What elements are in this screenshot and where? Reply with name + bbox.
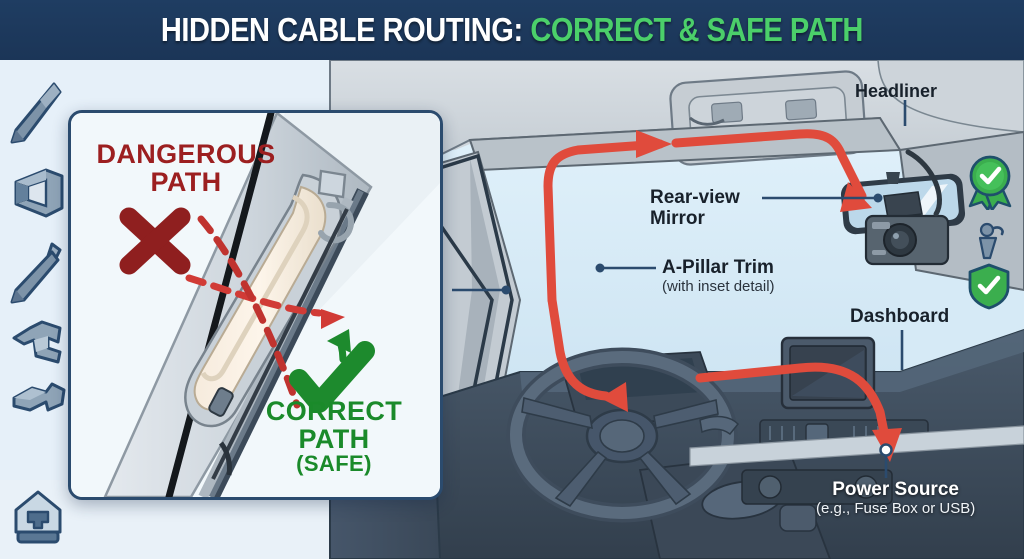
infotainment-screen (780, 336, 876, 410)
header-banner: HIDDEN CABLE ROUTING: CORRECT & SAFE PAT… (0, 0, 1024, 60)
label-a-pillar-sub: (with inset detail) (662, 277, 775, 295)
label-headliner: Headliner (855, 81, 938, 101)
page-title: HIDDEN CABLE ROUTING: CORRECT & SAFE PAT… (161, 11, 863, 49)
leader-dots (595, 193, 893, 457)
push-pin-fastener-icon (14, 490, 62, 544)
a-pillar-cutaway-illustration (71, 113, 440, 497)
title-accent: CORRECT & SAFE PATH (530, 11, 864, 48)
cable-clip-flat-icon (12, 382, 66, 412)
c-clip-retainer-icon (14, 168, 64, 218)
label-a-pillar-trim: A-Pillar Trim (with inset detail) (662, 257, 775, 295)
shield-check-badge (968, 263, 1010, 310)
leader-lines (600, 100, 907, 478)
correct-path-text: CORRECT PATH (SAFE) (241, 397, 427, 477)
airbag-occupant-figure-icon (978, 222, 1004, 260)
label-rear-view-mirror: Rear-view Mirror (650, 187, 740, 229)
label-dashboard: Dashboard (850, 306, 950, 327)
cable-arrow-headliner (636, 130, 672, 158)
x-mark-icon (119, 207, 191, 275)
steering-wheel (506, 347, 738, 523)
trim-removal-tool-icon (10, 82, 62, 144)
label-power-source-sub: (e.g., Fuse Box or USB) (816, 499, 976, 517)
a-pillar-inset-detail-panel: DANGEROUS PATH CORRECT PATH (SAFE) (68, 110, 443, 500)
pry-bar-tool-icon (10, 242, 62, 304)
award-rosette-check-badge (968, 155, 1012, 210)
label-power-source: Power Source (e.g., Fuse Box or USB) (816, 479, 976, 517)
cable-clip-hook-icon (12, 320, 62, 364)
title-main: HIDDEN CABLE ROUTING: (160, 11, 523, 48)
check-mark-icon (289, 341, 375, 413)
cable-route-path (543, 129, 902, 462)
dangerous-path-arrows (185, 215, 345, 409)
safe-qualifier-text: (SAFE) (296, 451, 372, 477)
tool-icons-sidebar (0, 60, 68, 559)
dashcam-device (864, 191, 950, 266)
dangerous-path-text: DANGEROUS PATH (96, 139, 276, 197)
cable-arrow-dash-left (600, 382, 628, 412)
